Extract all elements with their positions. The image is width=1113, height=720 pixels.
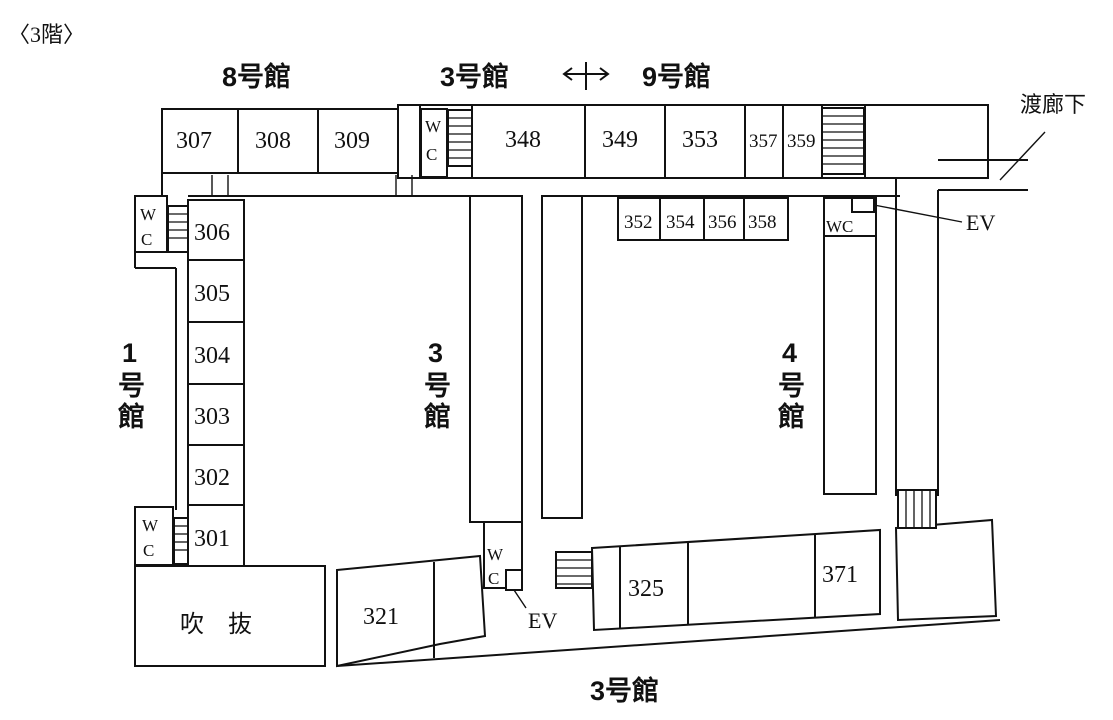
room-304: 304	[194, 343, 230, 369]
building-3-bottom-label: 3号館	[590, 675, 659, 706]
top-wing-east	[397, 104, 989, 179]
svg-text:W: W	[487, 545, 504, 564]
wc-right	[823, 197, 877, 237]
room-349: 349	[602, 127, 638, 153]
room-307: 307	[176, 128, 212, 154]
elevator-right	[851, 197, 875, 213]
svg-text:号: 号	[424, 371, 451, 401]
stairs-top-1	[447, 109, 473, 167]
svg-text:W: W	[140, 205, 157, 224]
room-321: 321	[363, 604, 399, 630]
svg-text:館: 館	[424, 401, 451, 432]
svg-text:C: C	[426, 145, 437, 164]
bottom-wing-east	[590, 528, 881, 632]
stairs-left	[167, 205, 189, 253]
room-357: 357	[749, 131, 778, 152]
room-302: 302	[194, 465, 230, 491]
room-371: 371	[822, 562, 858, 588]
ev-right-label: EV	[966, 210, 995, 235]
svg-text:W: W	[142, 516, 159, 535]
middle-wing-west	[469, 195, 523, 523]
svg-text:C: C	[141, 230, 152, 249]
floor-label: 〈3階〉	[8, 22, 85, 47]
stairs-lower-left	[173, 517, 189, 565]
stairs-bottom	[555, 551, 593, 589]
room-308: 308	[255, 128, 291, 154]
bottom-wing-right	[894, 518, 998, 622]
middle-wing-east	[541, 195, 583, 519]
double-arrow-icon	[562, 62, 610, 90]
svg-text:号: 号	[118, 371, 145, 401]
elevator-bottom	[505, 569, 523, 591]
wc-left	[134, 195, 168, 253]
svg-text:1: 1	[122, 338, 137, 368]
wc-lower-left	[134, 506, 174, 566]
room-309: 309	[334, 128, 370, 154]
room-354: 354	[666, 212, 695, 233]
east-wing-corridor	[823, 235, 877, 495]
svg-text:4: 4	[782, 338, 797, 368]
svg-text:W: W	[425, 117, 442, 136]
room-358: 358	[748, 212, 777, 233]
stairs-top-2	[821, 107, 865, 175]
building-9-label: 9号館	[642, 61, 711, 92]
room-301: 301	[194, 526, 230, 552]
room-353: 353	[682, 127, 718, 153]
stairs-right	[897, 489, 937, 529]
svg-text:C: C	[488, 569, 499, 588]
svg-text:館: 館	[118, 401, 145, 432]
room-356: 356	[708, 212, 737, 233]
top-wing-west	[161, 108, 399, 174]
building-3-top-label: 3号館	[440, 61, 509, 92]
svg-text:3: 3	[428, 338, 443, 368]
room-348: 348	[505, 127, 541, 153]
svg-text:WC: WC	[826, 217, 853, 236]
atrium-label: 吹 抜	[180, 611, 252, 638]
svg-text:C: C	[143, 541, 154, 560]
room-303: 303	[194, 404, 230, 430]
room-359: 359	[787, 131, 816, 152]
room-352: 352	[624, 212, 653, 233]
room-305: 305	[194, 281, 230, 307]
corridor-label: 渡廊下	[1020, 92, 1086, 117]
building-8-label: 8号館	[222, 61, 291, 92]
room-306: 306	[194, 220, 230, 246]
atrium	[134, 565, 326, 667]
bottom-wing-west	[336, 554, 487, 668]
svg-text:館: 館	[778, 401, 805, 432]
ev-bottom-label: EV	[528, 608, 557, 633]
room-325: 325	[628, 576, 664, 602]
svg-text:号: 号	[778, 371, 805, 401]
